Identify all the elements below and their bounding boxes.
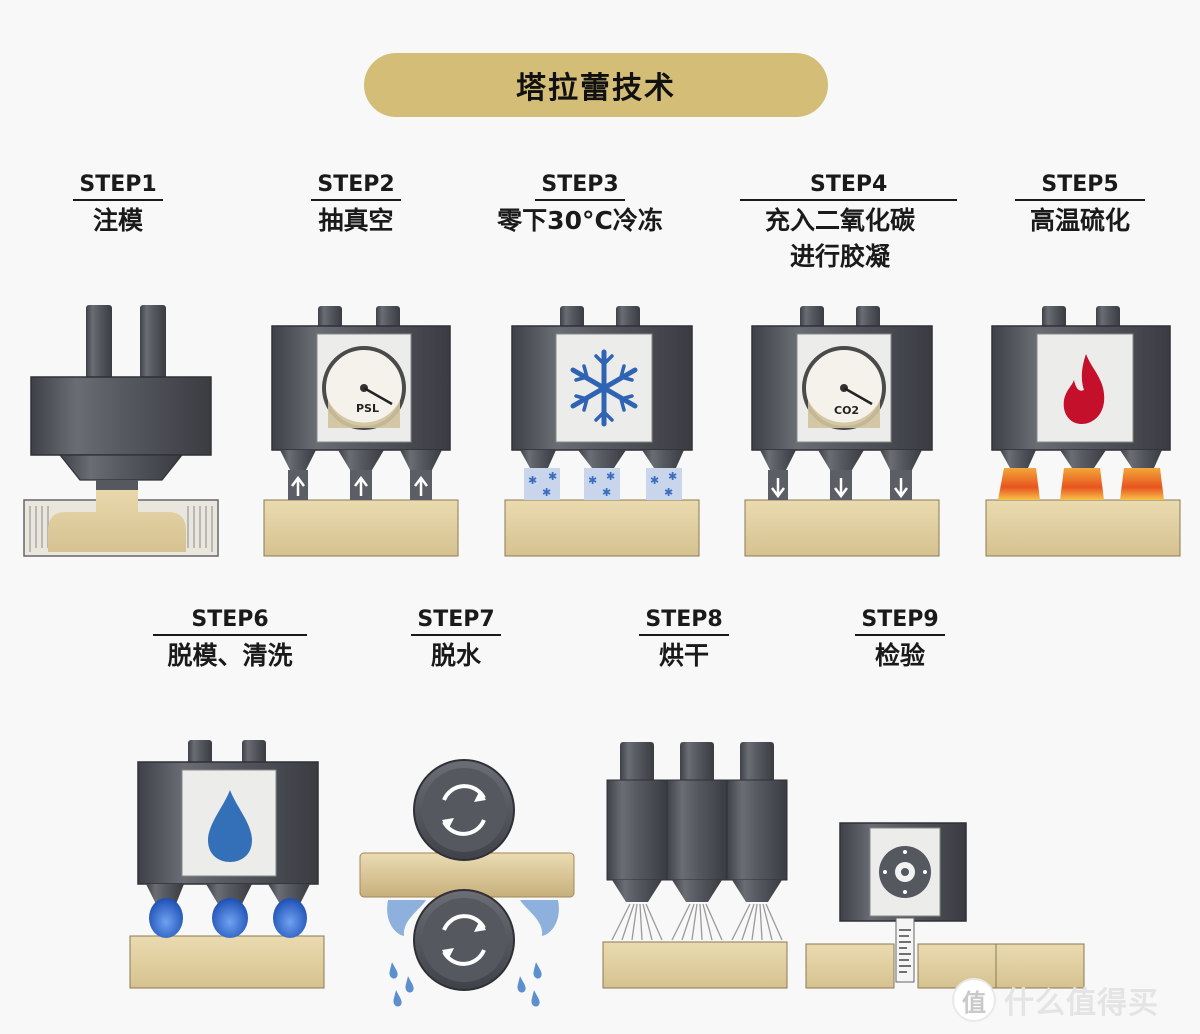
watermark: 值 什么值得买 <box>952 978 1159 1022</box>
step-description: 注模 <box>92 206 143 235</box>
step-description: 烘干 <box>658 641 709 670</box>
step2-vacuum-machine: PSL <box>263 306 459 557</box>
step-number: STEP6 <box>153 607 307 636</box>
step-description: 脱模、清洗 <box>167 641 293 670</box>
rotation-arrows-icon <box>413 759 515 861</box>
step-9-label: STEP9 检验 <box>840 607 960 674</box>
svg-text:✱: ✱ <box>664 486 673 499</box>
svg-text:✱: ✱ <box>528 474 537 487</box>
step-number: STEP4 <box>740 172 958 201</box>
step-description: 高温硫化 <box>1029 206 1130 235</box>
step-number: STEP2 <box>311 172 401 201</box>
step-description-line2: 进行胶凝 <box>789 242 890 271</box>
watermark-logo-icon: 值 <box>952 978 996 1022</box>
snowflake-icon <box>570 349 638 427</box>
step-6-label: STEP6 脱模、清洗 <box>150 607 310 674</box>
step-1-label: STEP1 注模 <box>58 172 178 239</box>
gauge-icon: PSL <box>322 346 406 430</box>
step-description: 检验 <box>874 641 925 670</box>
title-banner: 塔拉蕾技术 <box>364 53 828 117</box>
step-number: STEP7 <box>411 607 501 636</box>
inspection-target-icon <box>879 846 931 898</box>
rotation-arrows-icon <box>413 889 515 991</box>
gauge-label: PSL <box>356 402 379 415</box>
step-number: STEP8 <box>639 607 729 636</box>
step-3-label: STEP3 零下30°C冷冻 <box>480 172 680 239</box>
svg-text:✱: ✱ <box>668 470 677 483</box>
watermark-text: 什么值得买 <box>1004 986 1159 1021</box>
step-4-label: STEP4 充入二氧化碳 进行胶凝 <box>740 172 958 275</box>
gauge-icon: CO2 <box>802 346 886 430</box>
water-drop-icon <box>208 790 252 862</box>
page-title: 塔拉蕾技术 <box>516 71 676 106</box>
svg-text:✱: ✱ <box>542 486 551 499</box>
svg-text:✱: ✱ <box>588 474 597 487</box>
step6-wash-machine <box>129 740 325 989</box>
step4-co2-machine: CO2 <box>744 306 940 557</box>
svg-text:✱: ✱ <box>548 470 557 483</box>
step5-vulcanize-machine <box>985 306 1181 557</box>
step-description: 零下30°C冷冻 <box>497 206 663 235</box>
step8-drying-machine <box>602 742 788 989</box>
step1-injection-machine <box>23 305 219 557</box>
flame-icon <box>1063 354 1105 424</box>
step-number: STEP3 <box>535 172 625 201</box>
step-7-label: STEP7 脱水 <box>396 607 516 674</box>
step-number: STEP5 <box>1015 172 1145 201</box>
gauge-label: CO2 <box>834 404 859 417</box>
step-description: 抽真空 <box>318 206 394 235</box>
step-8-label: STEP8 烘干 <box>624 607 744 674</box>
step9-inspection-machine <box>805 822 1085 989</box>
step3-freeze-machine: ✱ ✱ ✱ ✱ ✱ ✱ ✱ ✱ ✱ <box>504 306 700 557</box>
step-5-label: STEP5 高温硫化 <box>1010 172 1150 239</box>
step-number: STEP1 <box>73 172 163 201</box>
step-2-label: STEP2 抽真空 <box>286 172 426 239</box>
svg-text:✱: ✱ <box>606 470 615 483</box>
svg-text:✱: ✱ <box>602 486 611 499</box>
step-number: STEP9 <box>855 607 945 636</box>
step-description: 充入二氧化碳 <box>764 206 915 235</box>
step7-roller-machine <box>359 759 575 1007</box>
svg-text:✱: ✱ <box>650 474 659 487</box>
step-description: 脱水 <box>430 641 481 670</box>
